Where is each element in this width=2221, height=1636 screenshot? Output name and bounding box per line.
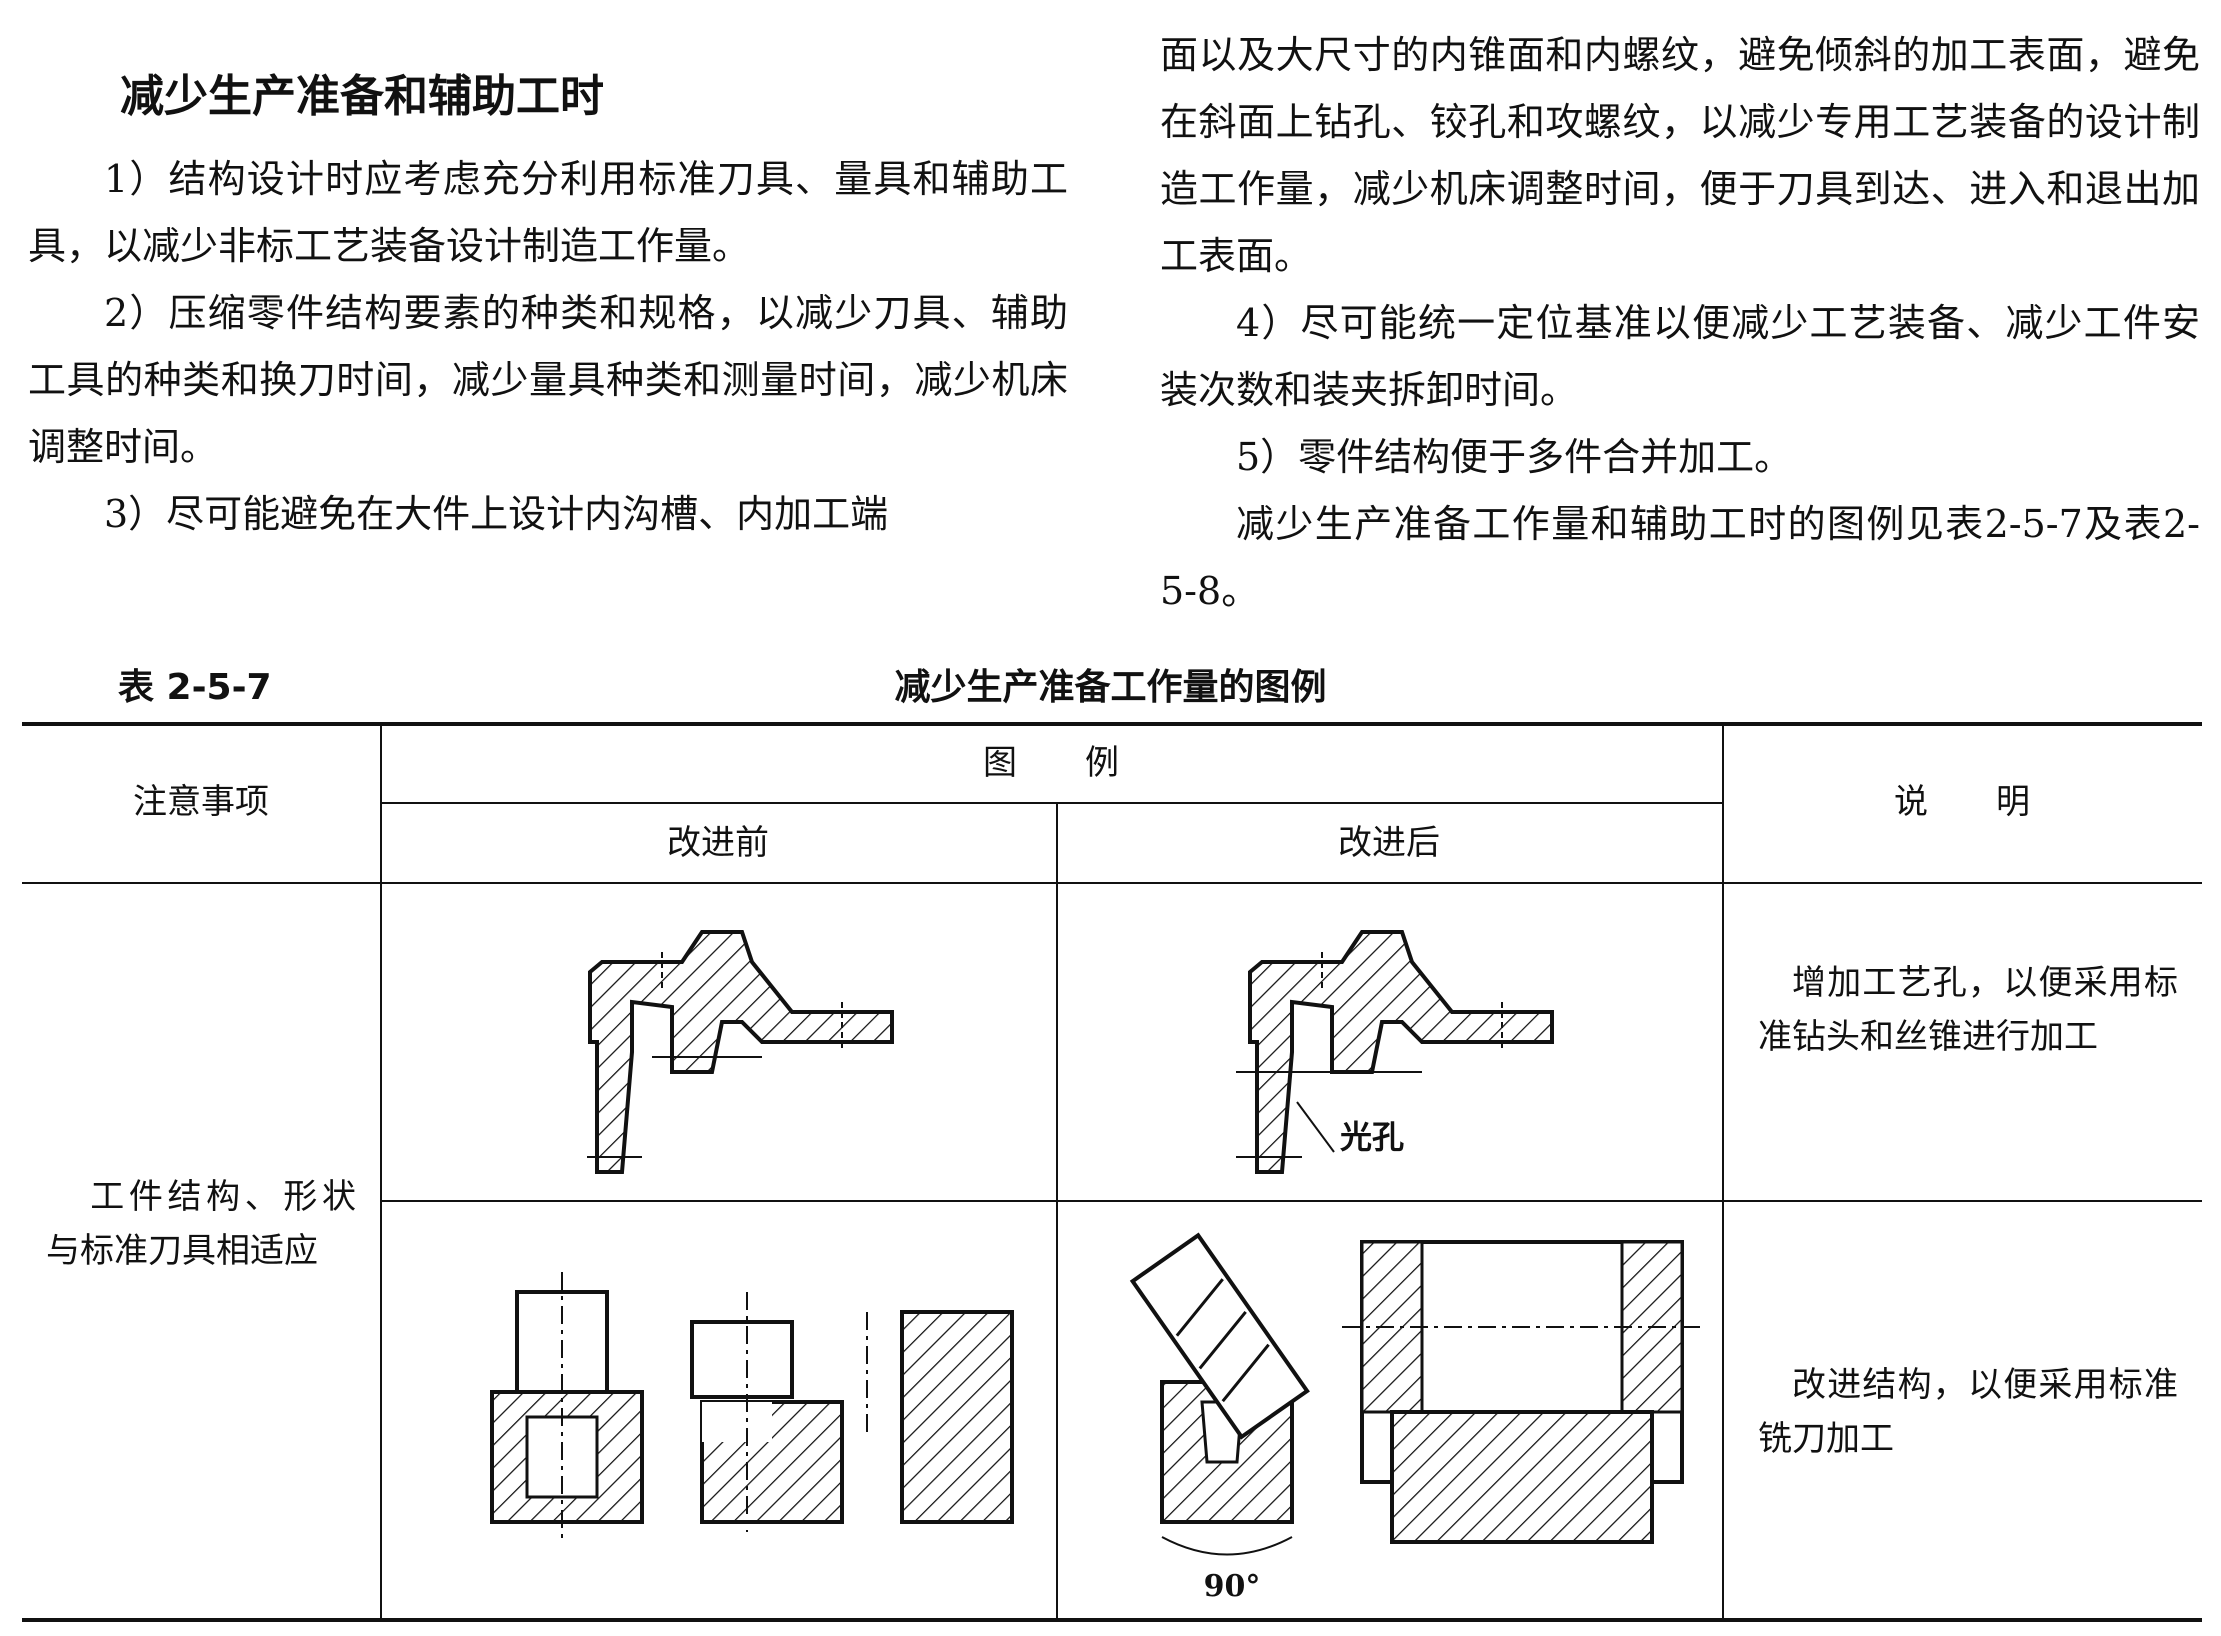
note-cell: 工件结构、形状与标准刀具相适应 bbox=[46, 1177, 356, 1271]
paragraph-1: 1）结构设计时应考虑充分利用标准刀具、量具和辅助工具，以减少非标工艺装备设计制造… bbox=[28, 157, 1068, 268]
row1-after-figure bbox=[1236, 930, 1554, 1174]
paragraph-3: 3）尽可能避免在大件上设计内沟槽、内加工端 bbox=[104, 492, 889, 536]
row1-explain: 增加工艺孔，以便采用标准钻头和丝锥进行加工 bbox=[1758, 963, 2178, 1057]
paragraph-3-continued: 面以及大尺寸的内锥面和内螺纹，避免倾斜的加工表面，避免在斜面上钻孔、铰孔和攻螺纹… bbox=[1160, 33, 2200, 278]
row2-explain: 改进结构，以便采用标准铣刀加工 bbox=[1758, 1365, 2178, 1459]
table-bottom-rule bbox=[22, 1618, 2202, 1622]
paragraph-5: 5）零件结构便于多件合并加工。 bbox=[1236, 435, 1793, 479]
col-divider-3 bbox=[1722, 722, 1724, 1620]
paragraph-4: 4）尽可能统一定位基准以便减少工艺装备、减少工件安装次数和装夹拆卸时间。 bbox=[1160, 301, 2200, 412]
row2-angle-label: 90° bbox=[1203, 1569, 1261, 1604]
table-top-rule bbox=[22, 722, 2202, 726]
col-divider-1 bbox=[380, 722, 382, 1620]
header-explain: 说 明 bbox=[1894, 782, 2030, 822]
left-column: 减少生产准备和辅助工时 1）结构设计时应考虑充分利用标准刀具、量具和辅助工具，以… bbox=[28, 28, 1068, 548]
col-divider-2 bbox=[1056, 802, 1058, 1620]
row-divider-rule bbox=[380, 1200, 2202, 1202]
paragraph-summary: 减少生产准备工作量和辅助工时的图例见表2-5-7及表2-5-8。 bbox=[1160, 502, 2200, 613]
header-figure: 图 例 bbox=[983, 743, 1119, 783]
right-column: 面以及大尺寸的内锥面和内螺纹，避免倾斜的加工表面，避免在斜面上钻孔、铰孔和攻螺纹… bbox=[1160, 22, 2200, 625]
table-caption: 表 2-5-7 减少生产准备工作量的图例 bbox=[0, 650, 2221, 710]
row2-after-figure bbox=[1129, 1232, 1702, 1556]
section-heading: 减少生产准备和辅助工时 bbox=[120, 71, 604, 122]
header-note: 注意事项 bbox=[133, 782, 269, 822]
table-title: 减少生产准备工作量的图例 bbox=[894, 667, 1327, 708]
table-2-5-7: 注意事项 图 例 改进前 改进后 说 明 工件结构、形状与标准刀具相适应 增加工… bbox=[22, 722, 2202, 1622]
header-before: 改进前 bbox=[667, 823, 769, 863]
header-split-rule bbox=[380, 802, 1722, 804]
row1-after-label: 光孔 bbox=[1340, 1118, 1405, 1156]
header-bottom-rule bbox=[22, 882, 2202, 884]
paragraph-2: 2）压缩零件结构要素的种类和规格，以减少刀具、辅助工具的种类和换刀时间，减少量具… bbox=[28, 291, 1068, 469]
row2-before-figure bbox=[490, 1272, 1014, 1542]
row1-before-figure bbox=[587, 930, 894, 1174]
header-after: 改进后 bbox=[1338, 823, 1440, 863]
table-number: 表 2-5-7 bbox=[118, 667, 272, 708]
